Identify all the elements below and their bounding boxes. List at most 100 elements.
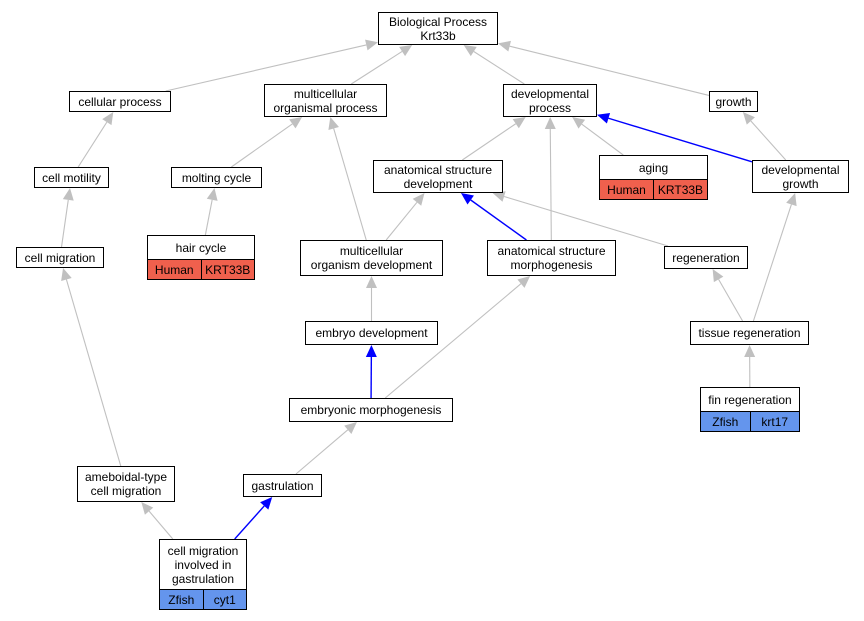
edge-anatomical_structure_development-to-developmental_process <box>462 123 517 161</box>
edge-arrowhead <box>512 117 526 129</box>
edge-cell_migration-to-cell_motility <box>60 199 69 248</box>
edge-arrowhead <box>460 193 474 205</box>
node-multicellular-organism-development[interactable]: multicellular organism development <box>300 240 443 276</box>
edge-multicellular_organismal_process-to-root <box>350 51 403 85</box>
edge-developmental_growth-to-growth <box>750 120 787 161</box>
edge-embryonic_morphogenesis-to-anatomical_structure_morphogenesis <box>384 283 522 399</box>
edge-gastrulation-to-embryonic_morphogenesis <box>295 429 349 475</box>
edge-arrowhead <box>206 188 218 201</box>
edge-arrowhead <box>712 269 724 283</box>
node-label: cell migration <box>24 250 96 265</box>
node-ameboidal-type-cell-migration[interactable]: ameboidal-type cell migration <box>77 466 175 502</box>
edge-cell_motility-to-cellular_process <box>77 121 108 168</box>
edge-molting_cycle-to-multicellular_organismal_process <box>231 123 293 168</box>
node-cellular-process[interactable]: cellular process <box>69 91 171 112</box>
edge-cell_migration_in_gastrulation-to-gastrulation <box>234 505 265 540</box>
edge-tissue_regeneration-to-developmental_growth <box>752 204 792 322</box>
node-label: tissue regeneration <box>698 326 801 340</box>
node-label: gastrulation <box>251 478 314 493</box>
edge-anatomical_structure_morphogenesis-to-developmental_process <box>549 128 552 241</box>
edge-arrowhead <box>498 40 511 52</box>
gene-badge: KRT33B <box>200 260 254 279</box>
edge-arrowhead <box>366 276 377 288</box>
node-label: anatomical structure development <box>383 162 493 191</box>
node-label: aging <box>638 160 669 175</box>
node-tissue-regeneration[interactable]: tissue regeneration <box>690 321 809 345</box>
species-badge: Zfish <box>701 412 750 431</box>
edge-tissue_regeneration-to-regeneration <box>718 279 744 322</box>
edge-developmental_process-to-root <box>473 51 525 85</box>
edge-arrowhead <box>399 45 413 57</box>
node-embryonic-morphogenesis[interactable]: embryonic morphogenesis <box>289 398 453 422</box>
edge-arrowhead <box>62 188 74 201</box>
node-label: hair cycle <box>175 240 227 255</box>
edge-arrowhead <box>365 345 377 358</box>
node-label: anatomical structure morphogenesis <box>497 244 606 272</box>
node-hair-cycle[interactable]: hair cycle Human KRT33B <box>147 235 255 280</box>
edge-arrowhead <box>544 117 556 130</box>
edge-arrowhead <box>102 112 114 126</box>
annotation-row: Zfish krt17 <box>701 411 799 431</box>
edge-arrowhead <box>61 268 72 282</box>
edge-arrowhead <box>141 502 154 515</box>
annotation-row: Human KRT33B <box>600 179 707 199</box>
edge-arrowhead <box>744 345 756 358</box>
edge-cell_migration_in_gastrulation-to-ameboidal_type_cell_migration <box>148 510 174 540</box>
edge-arrowhead <box>492 191 506 202</box>
edge-arrowhead <box>328 117 339 131</box>
gene-badge: cyt1 <box>202 590 246 609</box>
node-cell-motility[interactable]: cell motility <box>34 167 109 188</box>
node-label: cell migration involved in gastrulation <box>167 543 239 586</box>
edge-arrowhead <box>412 193 425 206</box>
node-anatomical-structure-morphogenesis[interactable]: anatomical structure morphogenesis <box>487 240 616 276</box>
annotation-row: Zfish cyt1 <box>160 589 246 609</box>
edge-cellular_process-to-root <box>165 44 367 92</box>
node-regeneration[interactable]: regeneration <box>664 246 748 269</box>
node-label: regeneration <box>672 250 740 265</box>
node-root[interactable]: Biological Process Krt33b <box>378 12 498 45</box>
species-badge: Human <box>600 180 653 199</box>
node-label: cellular process <box>78 94 162 109</box>
species-badge: Human <box>148 260 201 279</box>
gene-badge: KRT33B <box>653 180 707 199</box>
edge-growth-to-root <box>509 45 710 96</box>
edge-ameboidal_type_cell_migration-to-cell_migration <box>65 279 122 467</box>
node-cell-migration[interactable]: cell migration <box>16 247 104 268</box>
node-label: growth <box>715 94 752 109</box>
edge-arrowhead <box>344 422 357 434</box>
node-molting-cycle[interactable]: molting cycle <box>171 167 262 188</box>
node-developmental-growth[interactable]: developmental growth <box>752 160 849 193</box>
edge-arrowhead <box>289 117 303 129</box>
node-label: developmental growth <box>761 162 840 191</box>
edge-multicellular_organism_development-to-anatomical_structure_development <box>385 201 418 241</box>
node-gastrulation[interactable]: gastrulation <box>243 474 322 497</box>
node-cell-migration-involved-in-gastrulation[interactable]: cell migration involved in gastrulation … <box>159 539 247 610</box>
edge-arrowhead <box>786 193 797 207</box>
node-label: embryonic morphogenesis <box>300 403 442 417</box>
species-badge: Zfish <box>160 590 203 609</box>
node-label: cell motility <box>42 170 101 185</box>
node-aging[interactable]: aging Human KRT33B <box>599 155 708 200</box>
node-label: molting cycle <box>181 170 252 185</box>
edge-arrowhead <box>597 112 611 124</box>
edge-anatomical_structure_morphogenesis-to-anatomical_structure_development <box>470 199 527 241</box>
edge-multicellular_organism_development-to-multicellular_organismal_process <box>333 128 367 241</box>
node-label: multicellular organismal process <box>273 86 378 115</box>
node-embryo-development[interactable]: embryo development <box>305 321 438 345</box>
node-label: fin regeneration <box>708 392 792 407</box>
edge-developmental_growth-to-developmental_process <box>608 117 753 163</box>
edge-aging-to-developmental_process <box>581 123 624 156</box>
node-label: Biological Process Krt33b <box>388 14 488 43</box>
edge-arrowhead <box>742 112 755 125</box>
edge-arrowhead <box>365 39 378 51</box>
node-multicellular-organismal-process[interactable]: multicellular organismal process <box>264 84 387 117</box>
gene-badge: krt17 <box>749 412 799 431</box>
annotation-row: Human KRT33B <box>148 259 254 279</box>
node-fin-regeneration[interactable]: fin regeneration Zfish krt17 <box>700 387 800 432</box>
node-growth[interactable]: growth <box>709 91 758 112</box>
node-developmental-process[interactable]: developmental process <box>503 84 597 117</box>
node-label: multicellular organism development <box>310 244 433 272</box>
node-label: embryo development <box>315 326 428 340</box>
node-anatomical-structure-development[interactable]: anatomical structure development <box>373 160 503 193</box>
